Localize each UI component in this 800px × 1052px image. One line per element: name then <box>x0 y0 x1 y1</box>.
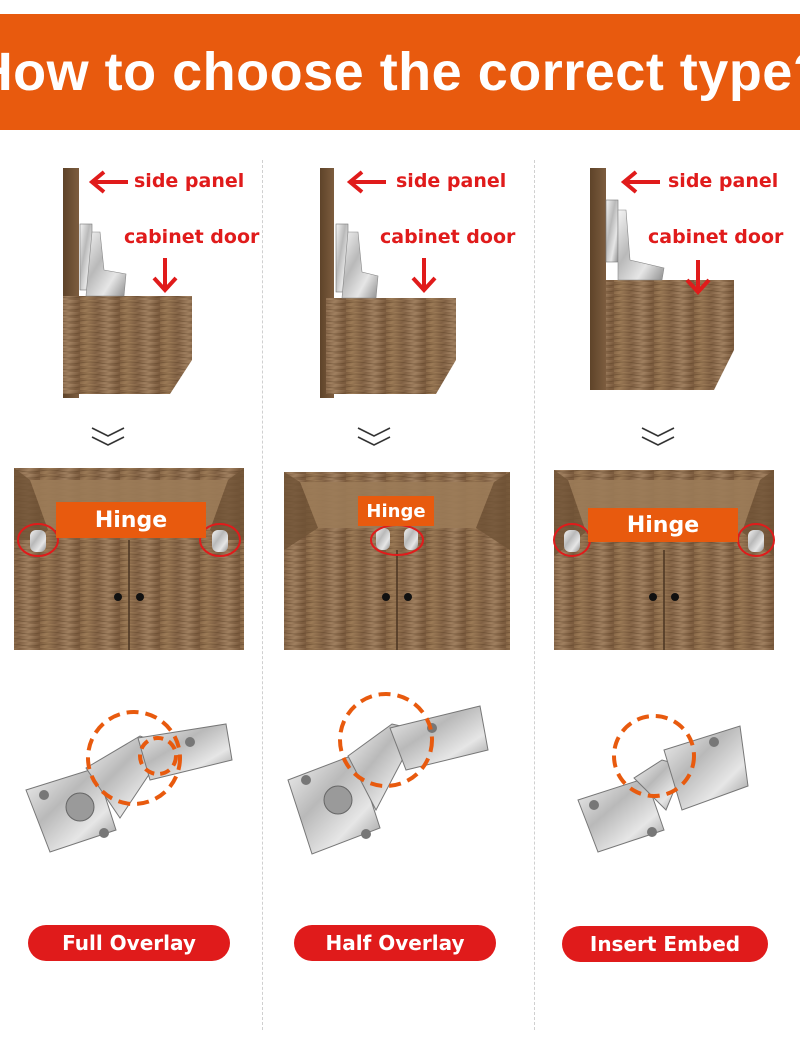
cabinet-box <box>14 468 244 650</box>
cabinet-door <box>606 280 734 390</box>
double-chevron-down-icon <box>91 427 125 446</box>
column-half-overlay: side panel cabinet door Hinge Half Overl… <box>266 150 532 1040</box>
cabinet-box <box>284 472 510 650</box>
side-panel <box>590 168 606 390</box>
hinge-product-insert-embed <box>577 714 749 853</box>
hinge-tag: Hinge <box>358 496 434 526</box>
column-insert-embed: side panel cabinet door Hinge Insert Emb… <box>534 150 800 1040</box>
type-label-full-overlay: Full Overlay <box>28 925 230 961</box>
hinge-side-view <box>79 223 127 297</box>
type-label-insert-embed: Insert Embed <box>562 926 768 962</box>
cabinet-door <box>326 298 456 394</box>
type-label-half-overlay: Half Overlay <box>294 925 496 961</box>
double-chevron-down-icon <box>641 427 675 446</box>
cabinet-door <box>63 296 192 394</box>
down-arrow-icon <box>411 258 437 293</box>
page-title: How to choose the correct type? <box>0 42 800 102</box>
down-arrow-icon <box>152 258 178 293</box>
hinge-tag: Hinge <box>588 508 738 542</box>
header-banner: How to choose the correct type? <box>0 14 800 130</box>
hinge-side-view <box>605 199 665 281</box>
cabinet-box <box>553 470 775 650</box>
hinge-product-full-overlay <box>25 710 233 853</box>
double-chevron-down-icon <box>357 427 391 446</box>
side-panel-label: side panel <box>396 170 507 192</box>
side-panel-label: side panel <box>668 170 779 192</box>
cabinet-door-label: cabinet door <box>648 226 784 248</box>
insert-embed-illustration <box>553 168 775 853</box>
left-arrow-icon <box>88 170 128 194</box>
side-panel-label: side panel <box>134 170 245 192</box>
full-overlay-illustration <box>14 168 244 853</box>
half-overlay-illustration <box>284 168 510 855</box>
column-divider <box>262 160 263 1030</box>
column-divider <box>534 160 535 1030</box>
cabinet-door-label: cabinet door <box>380 226 516 248</box>
cabinet-door-label: cabinet door <box>124 226 260 248</box>
hinge-product-half-overlay <box>287 692 489 855</box>
left-arrow-icon <box>620 170 660 194</box>
down-arrow-icon <box>685 260 711 295</box>
hinge-tag: Hinge <box>56 502 206 538</box>
left-arrow-icon <box>346 170 386 194</box>
column-full-overlay: side panel cabinet door Hinge Full Overl… <box>0 150 266 1040</box>
hinge-side-view <box>335 223 379 299</box>
